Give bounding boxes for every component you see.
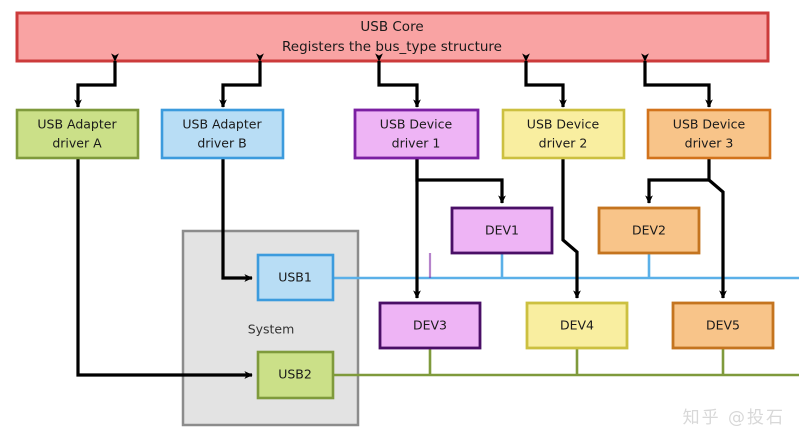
driver-device-3-line1: USB Device — [673, 117, 746, 132]
connector-core-device-1 — [375, 53, 421, 108]
usb-core-block: USB Core Registers the bus_type structur… — [15, 11, 770, 63]
watermark: 知乎 @投石 — [682, 408, 785, 428]
dev-box-dev2-label: DEV2 — [632, 223, 666, 238]
dev-box-dev5-label: DEV5 — [706, 318, 740, 333]
driver-device-2-line1: USB Device — [527, 117, 600, 132]
driver-box-device-2[interactable]: USB Device driver 2 — [501, 108, 626, 160]
driver-box-device-3[interactable]: USB Device driver 3 — [646, 108, 772, 160]
driver-device-1-line2: driver 1 — [392, 136, 441, 151]
device-driver-connectors — [413, 158, 727, 299]
dev-box-dev2[interactable]: DEV2 — [597, 206, 701, 255]
driver-device-3-line2: driver 3 — [685, 136, 734, 151]
driver-box-device-1[interactable]: USB Device driver 1 — [353, 108, 480, 160]
dev-box-dev3[interactable]: DEV3 — [378, 301, 482, 350]
system-port-usb2-label: USB2 — [278, 367, 312, 382]
connector-core-adapter-b — [219, 53, 264, 108]
dev-box-dev4-label: DEV4 — [560, 318, 594, 333]
system-port-usb1[interactable]: USB1 — [256, 253, 335, 302]
driver-device-1-line1: USB Device — [380, 117, 453, 132]
connector-driver3-dev2 — [645, 158, 711, 204]
driver-box-adapter-b[interactable]: USB Adapter driver B — [160, 108, 285, 160]
connector-core-device-2 — [522, 53, 567, 108]
connector-core-adapter-a — [74, 53, 119, 108]
adapter-port-connectors — [76, 158, 253, 379]
dev-box-dev1-label: DEV1 — [485, 223, 519, 238]
connector-adapter-b-usb1 — [221, 158, 253, 282]
driver-device-2-line2: driver 2 — [539, 136, 588, 151]
system-label: System — [248, 322, 295, 337]
dev-box-dev3-label: DEV3 — [413, 318, 447, 333]
driver-adapter-b-line1: USB Adapter — [182, 117, 262, 132]
core-driver-connectors — [74, 53, 713, 108]
driver-adapter-b-line2: driver B — [197, 136, 246, 151]
usb-core-title: USB Core — [360, 19, 423, 35]
driver-box-adapter-a[interactable]: USB Adapter driver A — [15, 108, 140, 160]
dev-box-dev5[interactable]: DEV5 — [671, 301, 775, 350]
connector-core-device-3 — [641, 53, 713, 108]
driver-adapter-a-line2: driver A — [52, 136, 102, 151]
dev-box-dev4[interactable]: DEV4 — [525, 301, 629, 350]
usb2-bus-line — [333, 348, 799, 377]
driver-adapter-a-line1: USB Adapter — [37, 117, 117, 132]
connector-driver1-dev1 — [415, 158, 506, 204]
connector-driver2-dev4 — [561, 158, 581, 299]
system-port-usb2[interactable]: USB2 — [256, 350, 335, 400]
usb-core-subtitle: Registers the bus_type structure — [282, 39, 502, 55]
system-port-usb1-label: USB1 — [278, 270, 312, 285]
usb1-bus-line — [333, 253, 799, 280]
connector-driver3-dev5 — [707, 178, 727, 299]
dev-box-dev1[interactable]: DEV1 — [450, 206, 554, 255]
connector-adapter-a-usb2 — [76, 158, 253, 379]
